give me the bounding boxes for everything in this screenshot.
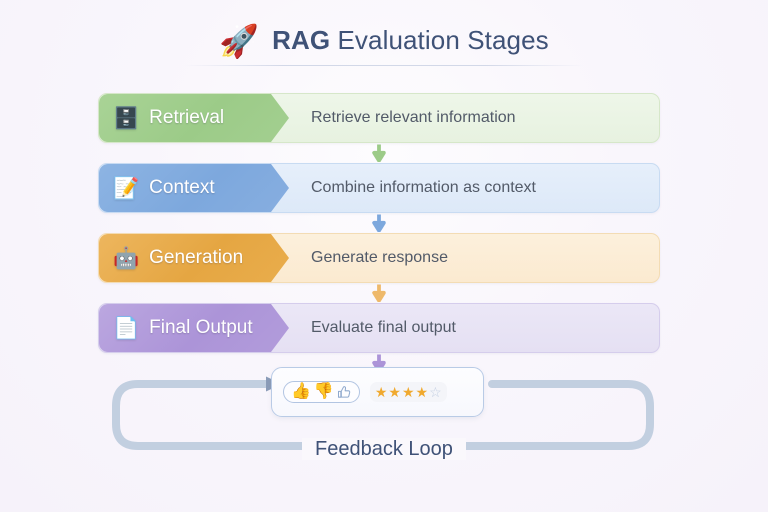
stage-description-final-output: Evaluate final output	[311, 319, 456, 336]
stage-description-generation: Generate response	[311, 249, 448, 266]
connector-generation-to-final	[98, 283, 660, 303]
arrow-down-icon	[372, 144, 386, 162]
stage-label-generation: Generation	[149, 247, 244, 268]
database-icon: 🗄️	[113, 106, 140, 130]
stage-chevron-final-output: 📄 Final Output	[99, 304, 289, 352]
thumbs-up-filled-icon[interactable]: 👍	[291, 383, 311, 400]
star-5[interactable]: ☆	[429, 384, 442, 400]
stage-row-retrieval[interactable]: 🗄️ Retrieval Retrieve relevant informati…	[98, 93, 660, 143]
star-1[interactable]: ★	[374, 384, 388, 400]
robot-icon: 🤖	[113, 246, 140, 270]
stage-row-final-output[interactable]: 📄 Final Output Evaluate final output	[98, 303, 660, 353]
stage-chevron-generation: 🤖 Generation	[99, 234, 289, 282]
thumbs-rating-group[interactable]: 👍 👎	[283, 381, 360, 403]
stage-label-retrieval: Retrieval	[149, 107, 225, 128]
thumbs-down-icon[interactable]: 👎	[313, 383, 334, 400]
arrow-down-icon	[372, 214, 386, 232]
stage-row-context[interactable]: 📝 Context Combine information as context	[98, 163, 660, 213]
arrow-down-icon	[372, 354, 386, 372]
stage-chevron-retrieval: 🗄️ Retrieval	[99, 94, 289, 142]
stage-label-final-output: Final Output	[149, 317, 253, 338]
stage-label-context: Context	[149, 177, 215, 198]
document-check-icon: 📄	[113, 316, 140, 340]
feedback-widget[interactable]: 👍 👎 ★ ★ ★ ★ ☆	[271, 367, 484, 417]
rocket-icon: 🚀	[219, 23, 260, 59]
star-3[interactable]: ★	[401, 384, 415, 400]
connector-final-to-feedback	[98, 353, 660, 373]
star-2[interactable]: ★	[388, 384, 401, 400]
connector-retrieval-to-context	[98, 143, 660, 163]
arrow-down-icon	[372, 284, 386, 302]
stage-chevron-context: 📝 Context	[99, 164, 289, 212]
thumbs-up-outline-icon[interactable]	[337, 385, 352, 400]
page-title-block: 🚀 RAG Evaluation Stages	[0, 24, 768, 66]
title-divider	[184, 65, 584, 66]
page-title: RAG Evaluation Stages	[272, 25, 549, 56]
connector-context-to-generation	[98, 213, 660, 233]
star-rating[interactable]: ★ ★ ★ ★ ☆	[369, 382, 447, 402]
stage-list: 🗄️ Retrieval Retrieve relevant informati…	[98, 93, 660, 373]
page-title-rest: Evaluation Stages	[330, 24, 549, 55]
stage-description-context: Combine information as context	[311, 179, 536, 196]
stage-description-retrieval: Retrieve relevant information	[311, 109, 516, 126]
star-4[interactable]: ★	[415, 384, 429, 400]
title-row: 🚀 RAG Evaluation Stages	[219, 23, 549, 59]
document-icon: 📝	[113, 176, 140, 200]
stage-row-generation[interactable]: 🤖 Generation Generate response	[98, 233, 660, 283]
page-title-bold: RAG	[272, 24, 331, 55]
